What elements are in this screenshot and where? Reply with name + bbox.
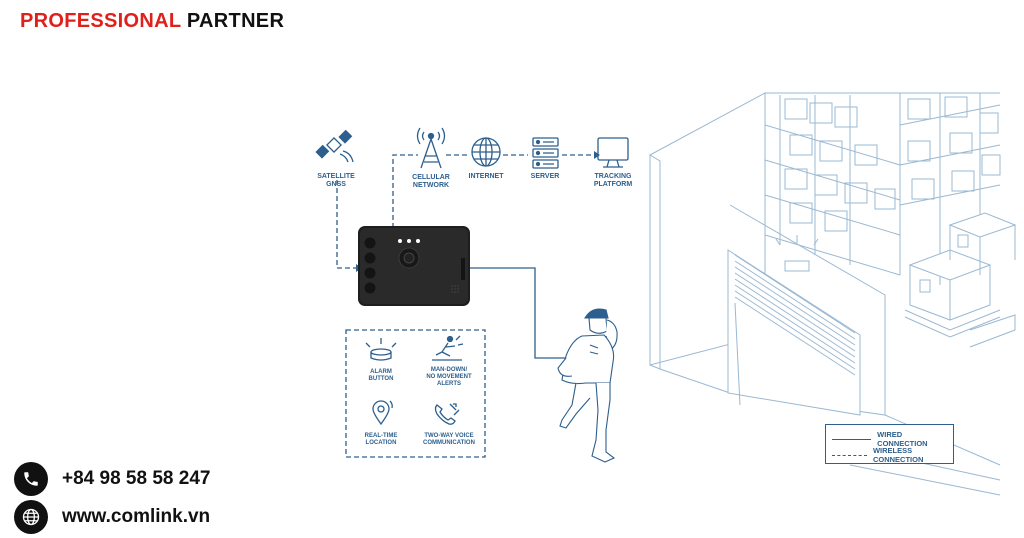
feature-label-location-line2: LOCATION <box>365 440 397 446</box>
tracker-device <box>358 226 470 306</box>
warehouse-illustration <box>649 92 1017 496</box>
node-label-server-line1: SERVER <box>530 173 560 180</box>
node-label-tracking-line1: TRACKING <box>594 173 632 180</box>
node-label-satellite: SATELLITE GNSS <box>313 173 359 189</box>
brand-title-part1: PROFESSIONAL <box>20 10 182 32</box>
node-label-tracking-line2: PLATFORM <box>593 181 633 188</box>
feature-label-voice-line1: TWO-WAY VOICE <box>424 433 474 439</box>
contact-phone[interactable]: +84 98 58 58 247 <box>14 462 210 496</box>
legend-wireless-label: WIRELESS CONNECTION <box>872 446 924 464</box>
security-guard-illustration <box>557 308 618 463</box>
wireless-line-cellular <box>392 154 418 228</box>
feature-label-mandown-line1: MAN-DOWN/ <box>430 367 468 373</box>
node-label-internet-line1: INTERNET <box>468 173 504 180</box>
node-label-cellular-line2: NETWORK <box>412 182 450 189</box>
feature-label-alarm-line2: BUTTON <box>368 376 394 382</box>
feature-label-mandown-line2: NO MOVEMENT <box>426 374 472 380</box>
monitor-icon <box>597 137 629 168</box>
website-link[interactable]: www.comlink.vn <box>62 506 211 527</box>
node-label-satellite-line2: GNSS <box>326 181 346 188</box>
feature-label-alarm-line1: ALARM <box>370 369 392 375</box>
connection-legend: WIRED CONNECTION WIRELESS CONNECTION <box>825 424 954 464</box>
legend-wired-label: WIRED CONNECTION <box>877 430 928 448</box>
location-icon <box>372 400 393 426</box>
brand-title-part2: PARTNER <box>186 10 285 32</box>
brand-title: PROFESSIONAL PARTNER <box>20 10 284 33</box>
features-box <box>345 329 486 458</box>
node-label-tracking: TRACKING PLATFORM <box>590 173 636 189</box>
tower-icon <box>416 127 446 169</box>
legend-row-wired: WIRED CONNECTION <box>832 430 953 448</box>
legend-wired-line <box>832 438 872 440</box>
server-icon <box>532 137 559 169</box>
feature-label-voice-line2: COMMUNICATION <box>423 440 475 446</box>
feature-label-mandown: MAN-DOWN/ NO MOVEMENT ALERTS <box>420 367 478 388</box>
legend-wireless-line <box>832 454 867 456</box>
node-label-satellite-line1: SATELLITE <box>317 173 355 180</box>
phone-number: +84 98 58 58 247 <box>62 468 211 489</box>
voice-call-icon <box>434 403 460 425</box>
feature-label-location: REAL-TIME LOCATION <box>356 433 406 447</box>
node-label-cellular: CELLULAR NETWORK <box>408 174 454 190</box>
feature-label-voice: TWO-WAY VOICE COMMUNICATION <box>416 433 482 447</box>
feature-label-alarm: ALARM BUTTON <box>356 369 406 383</box>
man-down-icon <box>432 335 464 361</box>
legend-row-wireless: WIRELESS CONNECTION <box>832 446 953 464</box>
node-label-cellular-line1: CELLULAR <box>412 174 450 181</box>
feature-label-location-line1: REAL-TIME <box>364 433 398 439</box>
globe-icon <box>14 500 48 534</box>
internet-icon <box>471 137 501 167</box>
node-label-internet: INTERNET <box>463 173 509 181</box>
node-label-server: SERVER <box>522 173 568 181</box>
satellite-icon <box>315 129 354 163</box>
alarm-icon <box>365 338 397 361</box>
feature-label-mandown-line3: ALERTS <box>437 381 461 387</box>
phone-icon <box>14 462 48 496</box>
contact-website[interactable]: www.comlink.vn <box>14 500 210 534</box>
wireless-line-satellite <box>336 180 356 269</box>
